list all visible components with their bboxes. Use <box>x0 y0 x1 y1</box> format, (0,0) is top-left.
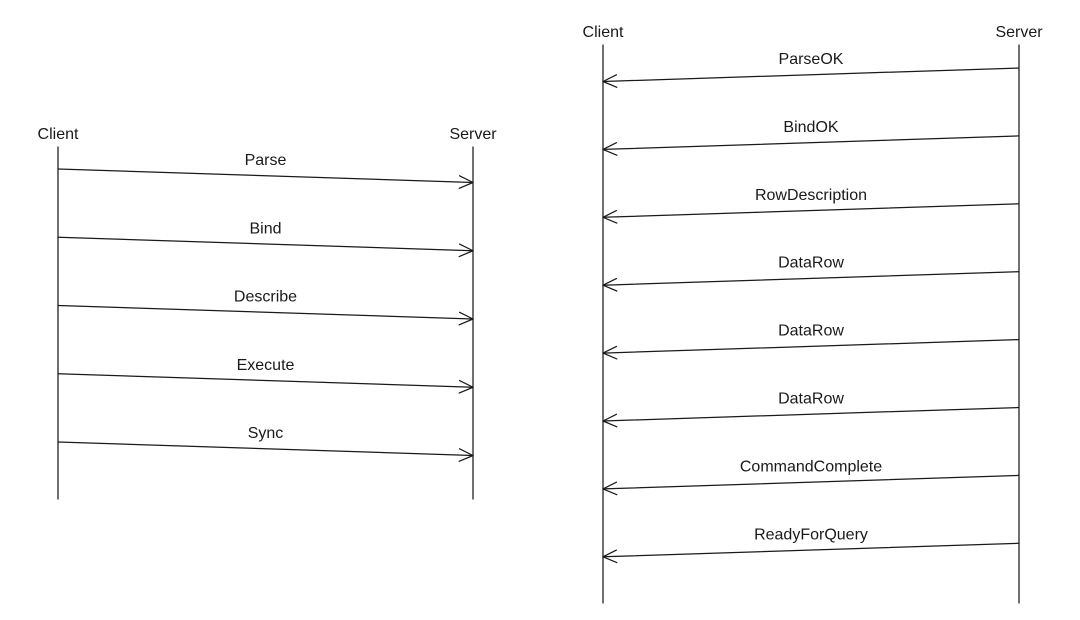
message-execute: Execute <box>57 357 474 394</box>
message-parseok: ParseOK <box>602 51 1020 88</box>
actor-label-server: Server <box>449 126 497 143</box>
message-commandcomplete: CommandComplete <box>602 458 1020 496</box>
message-label: DataRow <box>778 255 844 272</box>
message-bindok: BindOK <box>602 119 1020 156</box>
message-datarow: DataRow <box>602 323 1020 360</box>
arrowhead-icon <box>602 80 618 88</box>
actor-label-client: Client <box>583 24 624 41</box>
arrowhead-icon <box>602 413 618 422</box>
message-describe: Describe <box>57 289 474 326</box>
arrowhead-icon <box>602 481 618 490</box>
message-arrow-line <box>57 304 474 320</box>
arrowhead-icon <box>458 175 474 184</box>
message-label: RowDescription <box>755 187 867 204</box>
arrowhead-icon <box>602 277 618 286</box>
message-parse: Parse <box>57 152 474 189</box>
arrowhead-icon <box>602 488 618 496</box>
arrowhead-icon <box>602 352 618 360</box>
message-arrow-line <box>602 135 1020 151</box>
message-label: Bind <box>249 220 281 237</box>
arrowhead-icon <box>602 74 618 83</box>
arrowhead-icon <box>602 284 618 292</box>
arrowhead-icon <box>458 311 474 320</box>
message-arrow-line <box>602 542 1020 558</box>
arrowhead-icon <box>458 448 474 457</box>
message-rowdescription: RowDescription <box>602 187 1020 224</box>
message-arrow-line <box>602 67 1020 83</box>
arrowhead-icon <box>458 250 474 258</box>
message-sync: Sync <box>57 425 474 462</box>
arrowhead-icon <box>458 454 474 462</box>
arrowhead-icon <box>602 142 618 151</box>
message-readyforquery: ReadyForQuery <box>602 526 1020 564</box>
arrowhead-icon <box>602 420 618 428</box>
actor-label-server: Server <box>995 24 1043 41</box>
arrowhead-icon <box>458 379 474 388</box>
arrowhead-icon <box>458 318 474 326</box>
message-arrow-line <box>57 168 474 184</box>
message-label: CommandComplete <box>740 458 882 475</box>
actor-label-client: Client <box>38 126 79 143</box>
arrowhead-icon <box>602 345 618 354</box>
arrowhead-icon <box>602 549 618 558</box>
message-arrow-line <box>602 474 1020 490</box>
message-label: DataRow <box>778 323 844 340</box>
message-datarow: DataRow <box>602 255 1020 292</box>
message-label: Parse <box>245 152 287 169</box>
message-label: DataRow <box>778 391 844 408</box>
arrowhead-icon <box>602 148 618 156</box>
arrowhead-icon <box>458 243 474 252</box>
message-label: BindOK <box>783 119 838 136</box>
message-label: ParseOK <box>779 51 844 68</box>
message-label: Describe <box>234 289 297 306</box>
message-arrow-line <box>57 441 474 457</box>
message-arrow-line <box>602 271 1020 286</box>
arrowhead-icon <box>458 181 474 189</box>
message-label: Execute <box>237 357 295 374</box>
arrowhead-icon <box>602 556 618 564</box>
message-arrow-line <box>57 373 474 388</box>
message-arrow-line <box>602 338 1020 354</box>
arrowhead-icon <box>602 216 618 224</box>
arrowhead-icon <box>602 209 618 218</box>
message-arrow-line <box>602 203 1020 218</box>
message-label: ReadyForQuery <box>754 526 868 543</box>
message-arrow-line <box>602 406 1020 422</box>
arrowhead-icon <box>458 386 474 394</box>
message-bind: Bind <box>57 220 474 258</box>
message-datarow: DataRow <box>602 391 1020 428</box>
message-arrow-line <box>57 236 474 252</box>
message-label: Sync <box>248 425 284 442</box>
